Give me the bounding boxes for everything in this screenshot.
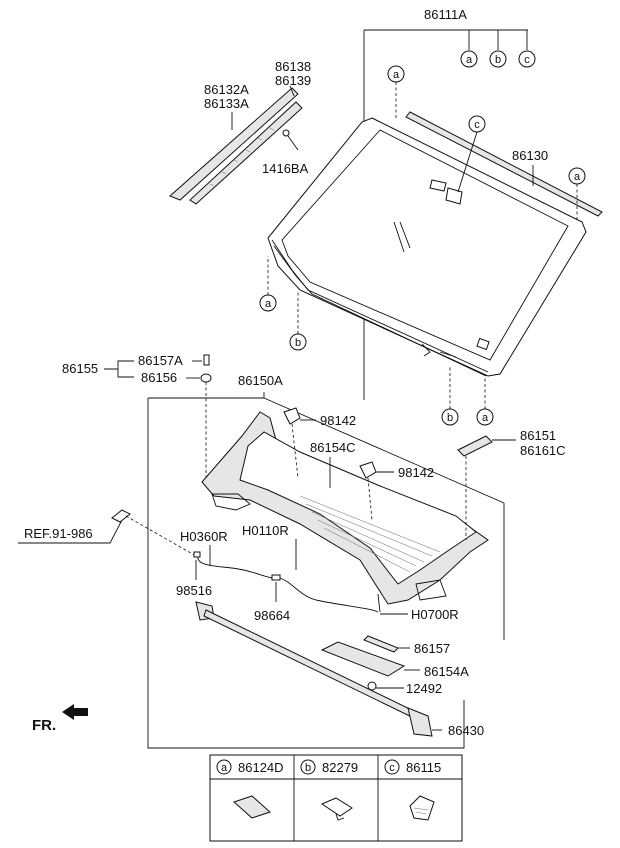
- pad-icon: [233, 795, 271, 819]
- label-86130: 86130: [512, 148, 548, 163]
- svg-text:a: a: [265, 298, 272, 310]
- callout-c-top: c: [518, 50, 536, 68]
- label-86111A: 86111A: [424, 7, 467, 22]
- label-98142-upper: 98142: [320, 413, 356, 428]
- label-front: FR.: [32, 717, 56, 734]
- label-86157: 86157: [414, 641, 450, 656]
- front-arrow-icon: [62, 704, 88, 720]
- clip: 1416BA: [262, 129, 309, 176]
- label-86157A: 86157A: [138, 353, 183, 368]
- label-86139: 86139: [275, 73, 311, 88]
- label-86150A: 86150A: [238, 373, 283, 388]
- svg-text:a: a: [221, 762, 228, 774]
- small-parts: 86157 86154A 12492: [320, 635, 469, 696]
- legend-item-a: a 86124D: [216, 759, 284, 819]
- label-1416BA: 1416BA: [262, 161, 309, 176]
- svg-text:a: a: [393, 69, 400, 81]
- label-86132A: 86132A: [204, 82, 249, 97]
- label-86161C: 86161C: [520, 443, 566, 458]
- label-86154C: 86154C: [310, 440, 356, 455]
- sensor-icon: [409, 795, 435, 821]
- label-86154A: 86154A: [424, 664, 469, 679]
- svg-text:a: a: [466, 54, 473, 66]
- label-86155: 86155: [62, 361, 98, 376]
- svg-text:b: b: [447, 412, 453, 424]
- weatherstrip: 86430: [195, 601, 484, 738]
- svg-text:c: c: [474, 119, 480, 131]
- legend-part-a: 86124D: [238, 760, 284, 775]
- label-86151: 86151: [520, 428, 556, 443]
- legend-item-b: b 82279: [300, 759, 358, 821]
- legend-part-b: 82279: [322, 760, 358, 775]
- label-86430: 86430: [448, 723, 484, 738]
- bracket: 86151 86161C: [457, 428, 566, 540]
- label-98516: 98516: [176, 583, 212, 598]
- ref-label: REF.91-986: [18, 509, 197, 557]
- label-86156: 86156: [141, 370, 177, 385]
- washer-hoses: H0360R H0110R 98516 98664 H0700R: [176, 523, 459, 623]
- cover-icon: [320, 797, 353, 817]
- windshield-callouts: a c a a b b a: [259, 65, 586, 426]
- windshield-glass: [267, 117, 587, 377]
- svg-text:b: b: [305, 762, 311, 774]
- label-98142-lower: 98142: [398, 465, 434, 480]
- label-86138: 86138: [275, 59, 311, 74]
- cowl-panel: [201, 411, 489, 605]
- svg-text:a: a: [574, 171, 581, 183]
- svg-text:b: b: [295, 337, 301, 349]
- label-H0700R: H0700R: [411, 607, 459, 622]
- label-86133A: 86133A: [204, 96, 249, 111]
- callout-b-top: b: [489, 50, 507, 68]
- washer-nozzles: 98142 98142 86154C: [283, 407, 434, 521]
- label-98664: 98664: [254, 608, 290, 623]
- legend-table: a 86124D b 82279 c 86115: [209, 754, 463, 842]
- label-H0110R: H0110R: [242, 523, 289, 538]
- svg-text:c: c: [389, 762, 395, 774]
- label-H0360R: H0360R: [180, 529, 228, 544]
- side-molding: 86138 86139 86132A 86133A: [169, 59, 311, 205]
- svg-text:b: b: [495, 54, 501, 66]
- label-12492: 12492: [406, 681, 442, 696]
- svg-text:a: a: [482, 412, 489, 424]
- label-ref-91-986: REF.91-986: [24, 526, 93, 541]
- grommet-group: 86155 86157A 86156: [62, 353, 212, 484]
- legend-part-c: 86115: [406, 760, 441, 775]
- windshield-label-tree: 86111A a b c: [363, 7, 536, 400]
- legend-item-c: c 86115: [384, 759, 441, 821]
- top-molding: 86130: [405, 111, 603, 217]
- cowl-box: 86150A: [147, 373, 505, 749]
- svg-text:c: c: [524, 54, 530, 66]
- front-indicator: FR.: [32, 704, 88, 734]
- callout-a-top: a: [460, 50, 478, 68]
